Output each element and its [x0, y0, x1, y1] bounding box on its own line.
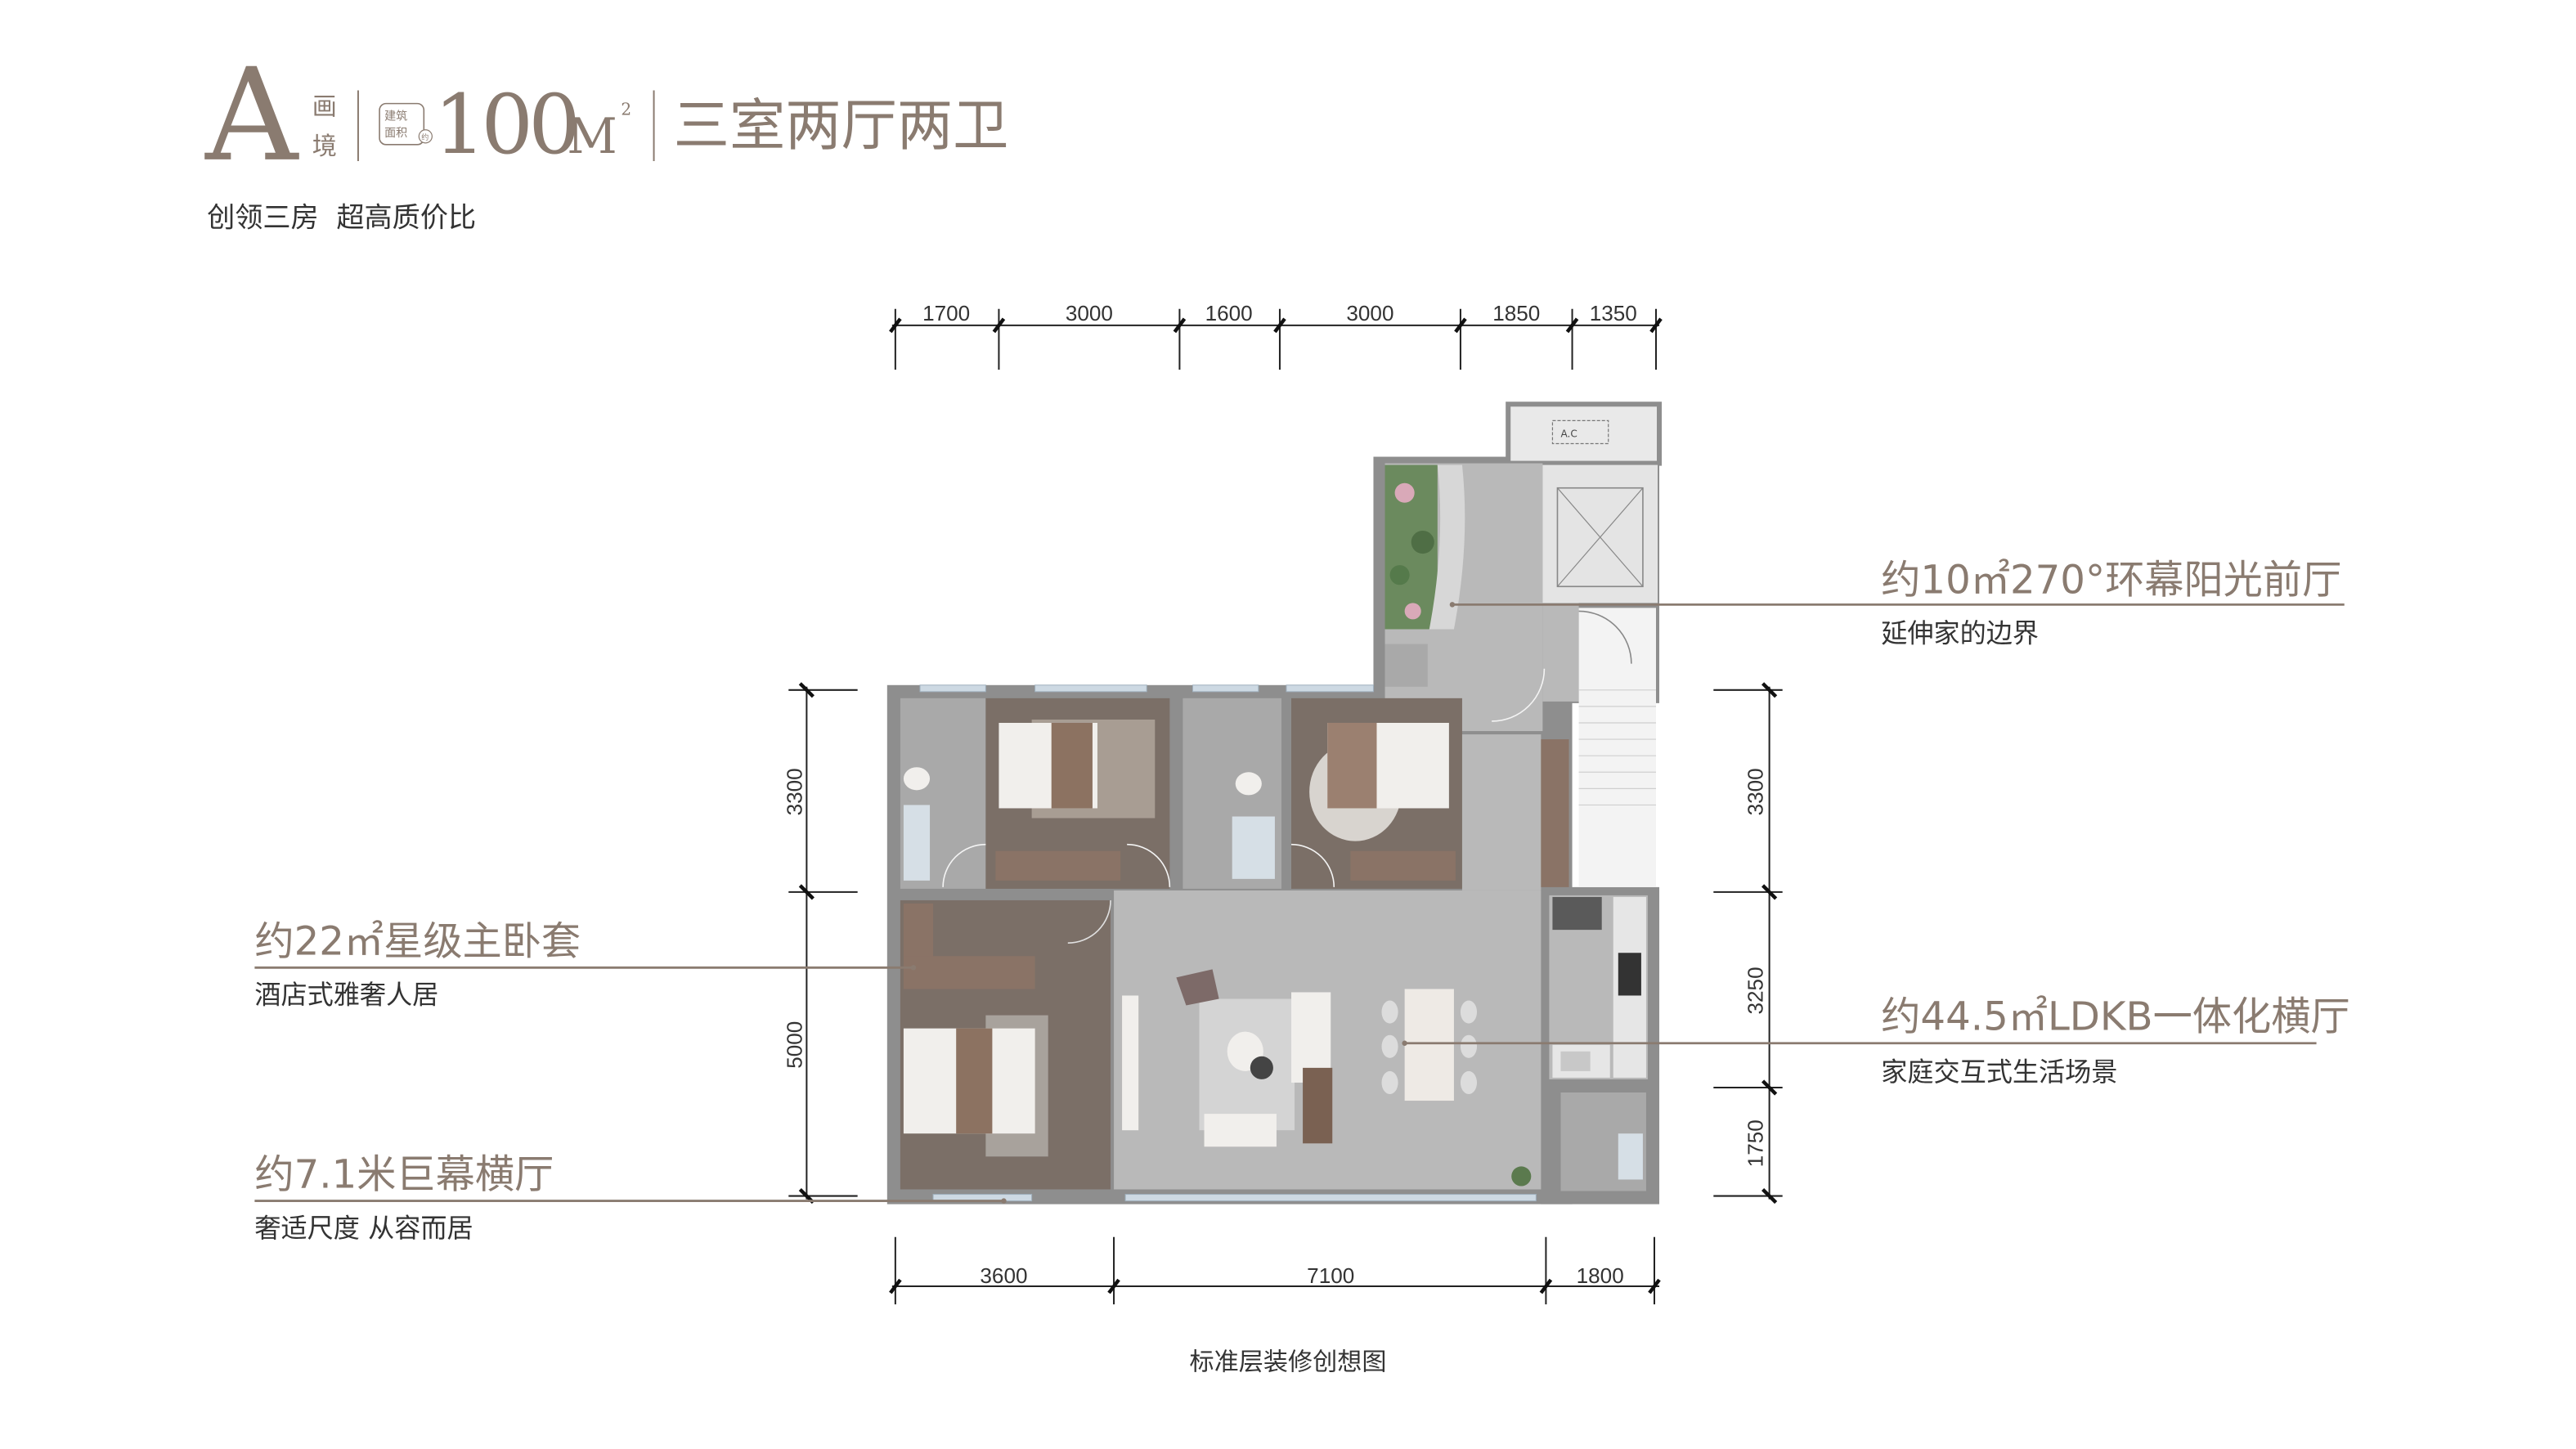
toilet: [1235, 772, 1262, 796]
callout-title: 约44.5㎡LDKB一体化横厅: [1881, 994, 2349, 1040]
dim-label: 5000: [782, 1021, 806, 1069]
corridor: [1542, 603, 1579, 702]
dim-label: 1750: [1744, 1119, 1768, 1167]
shoe-cabinet: [1384, 644, 1428, 687]
area-unit: M: [567, 108, 617, 165]
dimension-bottom: 3600 7100 1800: [889, 1236, 1661, 1305]
sofa: [1204, 1114, 1277, 1147]
header: A 画 境 建筑 面积 约 100 M 2 三室两厅两卫 创领三房 超高质价比: [204, 41, 1008, 234]
type-name-char-2: 境: [312, 132, 337, 161]
area-badge-suffix: 约: [421, 132, 429, 142]
dining-table: [1404, 989, 1454, 1101]
ac-unit: [1551, 419, 1609, 445]
callout-subtitle: 酒店式雅奢人居: [254, 980, 438, 1011]
dim-label: 1600: [1205, 301, 1253, 325]
callout-subtitle: 延伸家的边界: [1881, 618, 2039, 649]
callout-living-width: 约7.1米巨幕横厅 奢适尺度 从容而居: [254, 1152, 1007, 1244]
area-badge: [379, 102, 425, 146]
tv-cabinet: [1122, 995, 1139, 1131]
dim-label: 3250: [1744, 967, 1768, 1014]
wardrobe: [1350, 850, 1456, 881]
callout-living: 约44.5㎡LDKB一体化横厅 家庭交互式生活场景: [1402, 994, 2350, 1088]
wardrobe: [995, 850, 1121, 881]
sofa: [1291, 992, 1331, 1083]
callout-title: 约10㎡270°环幕阳光前厅: [1881, 557, 2341, 603]
dim-label: 3000: [1066, 301, 1113, 325]
type-name-char-1: 画: [312, 93, 337, 122]
callout-title: 约22㎡星级主卧套: [254, 918, 581, 964]
sink: [1560, 1051, 1591, 1071]
dim-label: 1700: [922, 301, 970, 325]
elevator: [1542, 464, 1658, 603]
subtitle: 创领三房 超高质价比: [207, 201, 476, 234]
vanity: [903, 805, 931, 881]
area-badge-line-1: 建筑: [384, 110, 407, 123]
hallway: [1461, 734, 1542, 890]
dimension-left: 3300 5000: [782, 682, 858, 1205]
stove: [1618, 953, 1641, 996]
entry-cabinet: [1541, 739, 1569, 887]
refrigerator: [1552, 896, 1602, 931]
dim-label: 1850: [1492, 301, 1540, 325]
plan-caption: 标准层装修创想图: [1190, 1348, 1387, 1377]
ac-label: A.C: [1560, 428, 1577, 439]
toilet: [903, 767, 931, 791]
callout-subtitle: 家庭交互式生活场景: [1881, 1056, 2117, 1088]
floor-plan: A.C: [886, 402, 1663, 1205]
callout-title: 约7.1米巨幕横厅: [254, 1152, 554, 1198]
area-badge-line-2: 面积: [384, 127, 407, 140]
layout-title: 三室两厅两卫: [674, 94, 1009, 159]
callout-subtitle: 奢适尺度 从容而居: [254, 1213, 473, 1244]
area-unit-sup: 2: [621, 100, 631, 119]
plant: [1511, 1166, 1532, 1187]
dim-label: 3600: [980, 1263, 1027, 1288]
dimension-top: 1700 3000 1600 3000 1850 1350: [889, 301, 1663, 370]
dim-label: 7100: [1307, 1263, 1354, 1288]
dim-label: 3000: [1346, 301, 1393, 325]
wardrobe: [903, 956, 1035, 989]
lounge-chair: [1176, 969, 1219, 1006]
type-letter: A: [204, 41, 299, 190]
stairwell: [1578, 608, 1656, 887]
ac-platform: [1506, 402, 1663, 466]
area-badge-circle: [418, 129, 433, 144]
dimension-right: 3300 3250 1750: [1713, 682, 1783, 1205]
dim-label: 3300: [782, 768, 806, 815]
dim-label: 1350: [1590, 301, 1637, 325]
callout-master-bedroom: 约22㎡星级主卧套 酒店式雅奢人居: [254, 918, 917, 1011]
area-value: 100: [433, 77, 576, 173]
dim-label: 1800: [1577, 1263, 1624, 1288]
dim-label: 3300: [1744, 768, 1768, 815]
vanity: [1232, 816, 1275, 879]
callout-front-hall: 约10㎡270°环幕阳光前厅 延伸家的边界: [1449, 557, 2345, 649]
